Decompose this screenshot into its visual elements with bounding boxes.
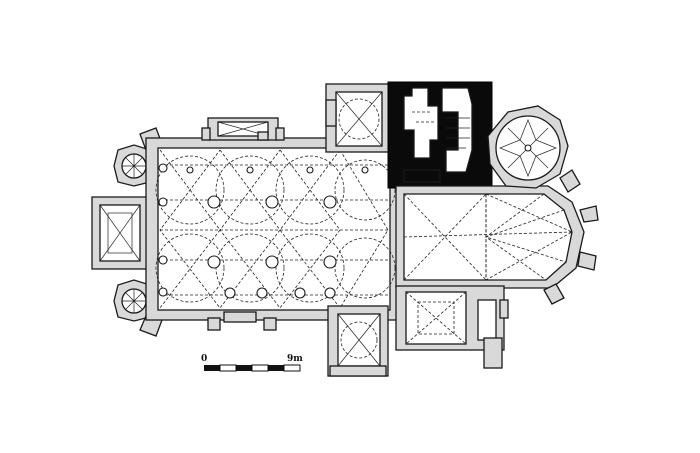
star-vault [499, 119, 557, 177]
nave [145, 117, 401, 331]
northeast-octagonal-chapel [487, 105, 569, 189]
nave-piers [158, 163, 369, 299]
nave-vault-ribs [155, 149, 396, 309]
scale-bar: 0 9m [201, 354, 303, 372]
north-chapel [325, 83, 391, 153]
scale-end-label: 9m [287, 354, 303, 364]
sacristy [395, 285, 509, 369]
scale-start-label: 0 [201, 354, 207, 364]
chancel-vault-ribs [403, 193, 573, 281]
chancel [395, 169, 599, 305]
west-facade [91, 127, 163, 337]
tower [387, 81, 493, 189]
south-chapel [327, 305, 389, 377]
